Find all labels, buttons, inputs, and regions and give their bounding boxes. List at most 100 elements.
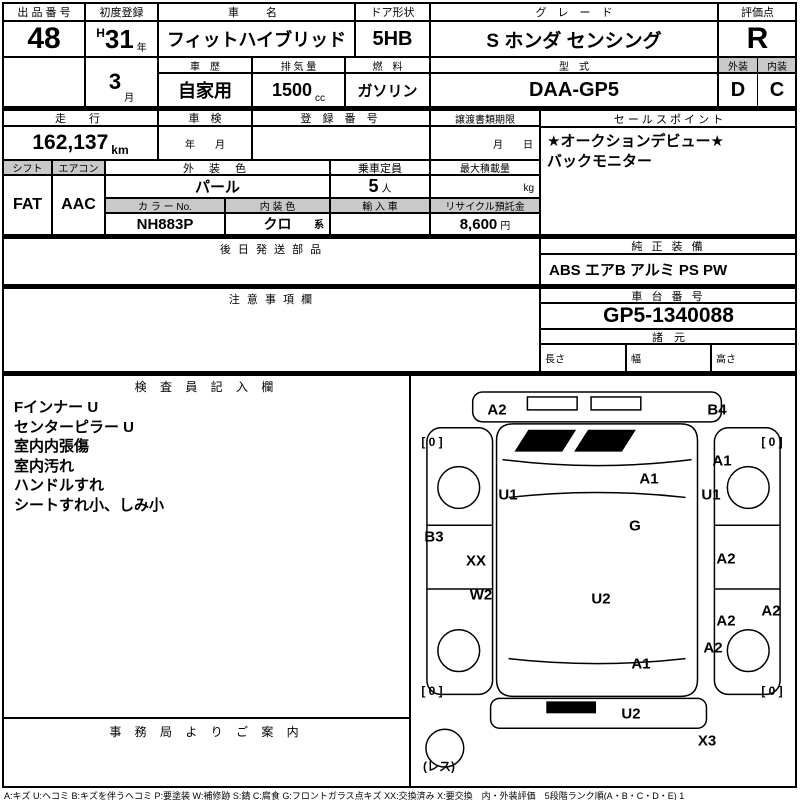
door-shape-label: ドア形状 bbox=[355, 3, 430, 21]
grade-label: グ レ ー ド bbox=[430, 3, 718, 21]
right-rear-wheel bbox=[726, 629, 770, 673]
rear-plate bbox=[546, 701, 597, 714]
exterior-color-value: パール bbox=[105, 175, 330, 198]
fuel-label: 燃 料 bbox=[345, 57, 430, 73]
chassis-no-value: GP5-1340088 bbox=[540, 303, 797, 329]
auction-no-value: 48 bbox=[3, 21, 85, 57]
inspector-note-line: センターピラー U bbox=[14, 418, 135, 436]
first-registration-label: 初度登録 bbox=[85, 3, 158, 21]
max-load-unit: kg bbox=[523, 183, 534, 194]
spare-tire bbox=[425, 728, 465, 768]
right-front-wheel bbox=[726, 465, 770, 510]
damage-mark: A2 bbox=[716, 612, 736, 630]
rear-bumper bbox=[489, 697, 708, 729]
inspector-note-line: Fインナー U bbox=[14, 399, 99, 416]
equipment-value: ABS エアB アルミ PS PW bbox=[540, 254, 797, 285]
damage-mark: [ 0 ] bbox=[421, 435, 443, 449]
displacement-label: 排 気 量 bbox=[252, 57, 345, 73]
sales-point-label: セ ー ル ス ポ イ ン ト bbox=[540, 110, 797, 127]
damage-mark: A2 bbox=[487, 401, 507, 419]
door-shape-value: 5HB bbox=[355, 21, 430, 57]
later-parts-label: 後 日 発 送 部 品 bbox=[219, 244, 324, 256]
office-header: 事 務 局 よ り ご 案 内 bbox=[109, 725, 304, 739]
shift-label: シフト bbox=[3, 160, 52, 175]
inspector-note-line: 室内内張傷 bbox=[14, 438, 90, 455]
left-rear-wheel bbox=[437, 629, 481, 673]
damage-mark: B4 bbox=[707, 401, 727, 419]
auction-no-empty-cell bbox=[3, 57, 85, 107]
exterior-score-label: 外装 bbox=[719, 58, 758, 73]
exterior-score-value: D bbox=[719, 74, 758, 106]
era-letter: H bbox=[96, 26, 105, 40]
reg-month-number: 3 bbox=[108, 69, 122, 94]
interior-color-suffix: 系 bbox=[314, 220, 324, 231]
specs-label: 諸 元 bbox=[540, 329, 797, 344]
fuel-value: ガソリン bbox=[345, 73, 430, 107]
later-parts-cell: 後 日 発 送 部 品 bbox=[3, 238, 540, 285]
max-load-label: 最大積載量 bbox=[430, 160, 540, 175]
reg-month-unit: 月 bbox=[124, 93, 135, 104]
history-label: 車 歴 bbox=[158, 57, 252, 73]
damage-mark: A1 bbox=[631, 655, 651, 673]
inspector-note-line: シートすれ小、しみ小 bbox=[14, 496, 165, 514]
damage-mark: A2 bbox=[703, 639, 723, 657]
damage-mark: U2 bbox=[591, 590, 611, 608]
grade-value: S ホンダ センシング bbox=[430, 21, 718, 57]
interior-score-value: C bbox=[769, 78, 785, 101]
import-car-label: 輸 入 車 bbox=[330, 198, 430, 213]
model-code-value: DAA-GP5 bbox=[430, 73, 718, 107]
mileage-label: 走 行 bbox=[3, 110, 158, 126]
spec-width-label: 幅 bbox=[631, 354, 641, 366]
car-name-value: フィットハイブリッド bbox=[158, 21, 355, 57]
capacity-number: 5 bbox=[368, 176, 379, 196]
transfer-deadline-label: 譲渡書類期限 bbox=[430, 110, 540, 126]
mileage-unit: km bbox=[111, 143, 129, 157]
wiper-left bbox=[514, 429, 577, 452]
interior-color-label: 内 装 色 bbox=[225, 198, 330, 213]
transfer-deadline-value: 月 日 bbox=[430, 126, 540, 160]
caution-label: 注 意 事 項 欄 bbox=[228, 294, 315, 306]
chassis-no-label: 車 台 番 号 bbox=[540, 288, 797, 303]
exterior-color-label: 外 装 色 bbox=[105, 160, 330, 175]
section-divider bbox=[2, 235, 797, 238]
damage-mark: (レス) bbox=[423, 759, 455, 774]
spec-height-label: 高さ bbox=[716, 354, 736, 366]
inspection-label: 車 検 bbox=[158, 110, 252, 126]
sales-point-content: ★オークションデビュー★ バックモニター bbox=[540, 127, 797, 235]
recycle-deposit-unit: 円 bbox=[500, 221, 511, 232]
model-code-label: 型 式 bbox=[430, 57, 718, 73]
aircon-label: エアコン bbox=[52, 160, 105, 175]
left-front-wheel bbox=[437, 465, 481, 510]
recycle-deposit-number: 8,600 bbox=[459, 215, 498, 233]
damage-mark: U2 bbox=[621, 705, 641, 723]
score-label: 評価点 bbox=[718, 3, 797, 21]
inspector-note-line: 室内汚れ bbox=[14, 457, 75, 475]
damage-mark: A2 bbox=[716, 550, 736, 568]
aircon-value: AAC bbox=[52, 175, 105, 235]
color-no-label: カ ラ ー No. bbox=[105, 198, 225, 213]
interior-color-value: クロ 系 bbox=[225, 213, 330, 235]
history-value: 自家用 bbox=[158, 73, 252, 107]
inspection-value: 年 月 bbox=[158, 126, 252, 160]
damage-mark: X3 bbox=[697, 732, 717, 750]
displacement-unit: cc bbox=[315, 93, 326, 104]
damage-mark: A2 bbox=[761, 602, 781, 620]
car-diagram bbox=[425, 391, 781, 768]
spec-height-cell: 高さ bbox=[711, 344, 797, 372]
damage-mark: B3 bbox=[424, 528, 444, 546]
damage-mark: A1 bbox=[712, 452, 732, 470]
damage-mark: XX bbox=[465, 552, 487, 570]
spec-length-label: 長さ bbox=[545, 354, 565, 366]
reg-year-unit: 年 bbox=[136, 43, 147, 54]
office-cell: 事 務 局 よ り ご 案 内 bbox=[3, 718, 410, 788]
mileage-number: 162,137 bbox=[32, 131, 109, 154]
sales-point-line1: ★オークションデビュー★ bbox=[547, 133, 724, 150]
capacity-unit: 人 bbox=[381, 184, 392, 195]
spec-length-cell: 長さ bbox=[540, 344, 626, 372]
car-body bbox=[495, 423, 699, 698]
